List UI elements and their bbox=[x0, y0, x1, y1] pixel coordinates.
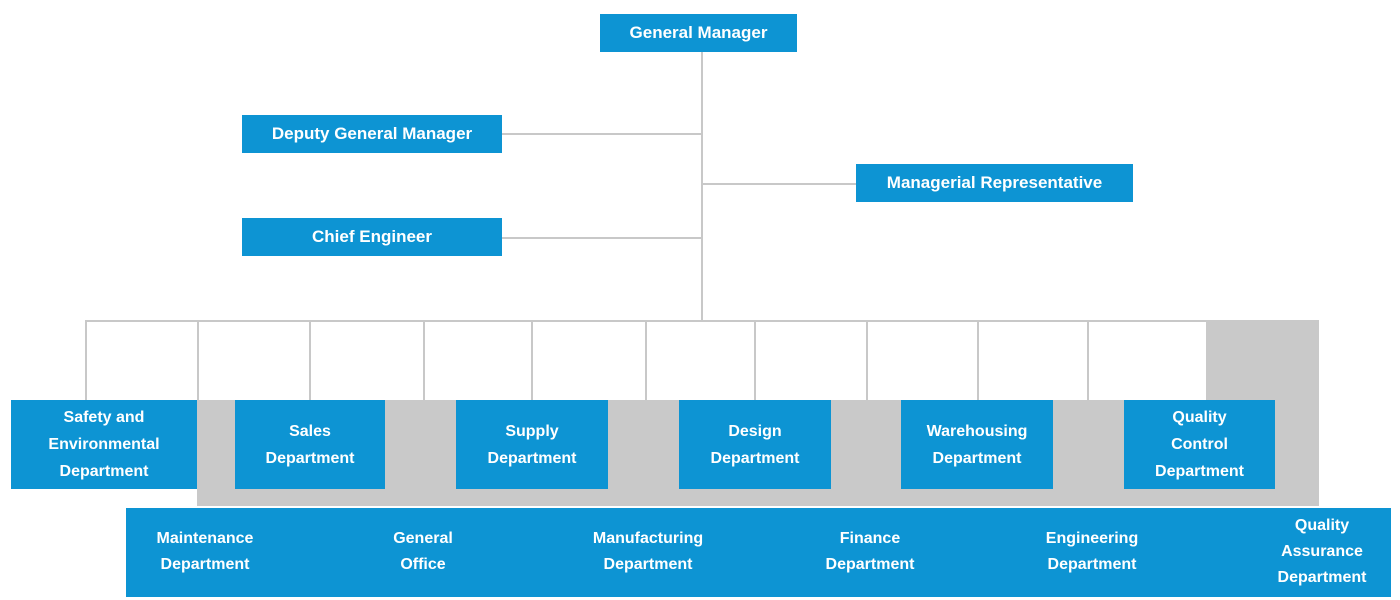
dept-box-sales: Sales Department bbox=[235, 400, 385, 489]
connector-drop-warehousing bbox=[977, 320, 979, 400]
connector-main-vertical bbox=[701, 52, 703, 321]
dept-box-safety-environmental: Safety and Environmental Department bbox=[11, 400, 197, 489]
dept-label-maintenance: Maintenance Department bbox=[156, 530, 254, 573]
connector-drop-supply bbox=[531, 320, 533, 400]
connector-drop-sales bbox=[309, 320, 311, 400]
org-box-deputy-general-manager: Deputy General Manager bbox=[242, 115, 502, 153]
connector-deputy-horizontal bbox=[502, 133, 702, 135]
connector-drop-safety bbox=[85, 320, 87, 400]
connector-drop-general-office bbox=[423, 320, 425, 400]
dept-box-supply: Supply Department bbox=[456, 400, 608, 489]
dept-label-manufacturing: Manufacturing Department bbox=[592, 530, 704, 573]
dept-box-quality-control: Quality Control Department bbox=[1124, 400, 1275, 489]
connector-drop-finance bbox=[866, 320, 868, 400]
connector-drop-manufacturing bbox=[645, 320, 647, 400]
dept-label-engineering: Engineering Department bbox=[1045, 530, 1139, 573]
connector-drop-maintenance bbox=[197, 320, 199, 400]
org-box-general-manager: General Manager bbox=[600, 14, 797, 52]
connector-chief-horizontal bbox=[502, 237, 702, 239]
dept-label-general-office: General Office bbox=[393, 530, 453, 573]
dept-box-design: Design Department bbox=[679, 400, 831, 489]
dept-label-quality-assurance: Quality Assurance Department bbox=[1277, 517, 1367, 586]
dept-bar-row2: Maintenance Department General Office Ma… bbox=[126, 508, 1391, 597]
connector-drop-engineering bbox=[1087, 320, 1089, 400]
dept-box-warehousing: Warehousing Department bbox=[901, 400, 1053, 489]
connector-managerial-rep-horizontal bbox=[701, 183, 856, 185]
connector-drop-design bbox=[754, 320, 756, 400]
org-box-chief-engineer: Chief Engineer bbox=[242, 218, 502, 256]
dept-label-finance: Finance Department bbox=[825, 530, 915, 573]
org-box-managerial-representative: Managerial Representative bbox=[856, 164, 1133, 202]
